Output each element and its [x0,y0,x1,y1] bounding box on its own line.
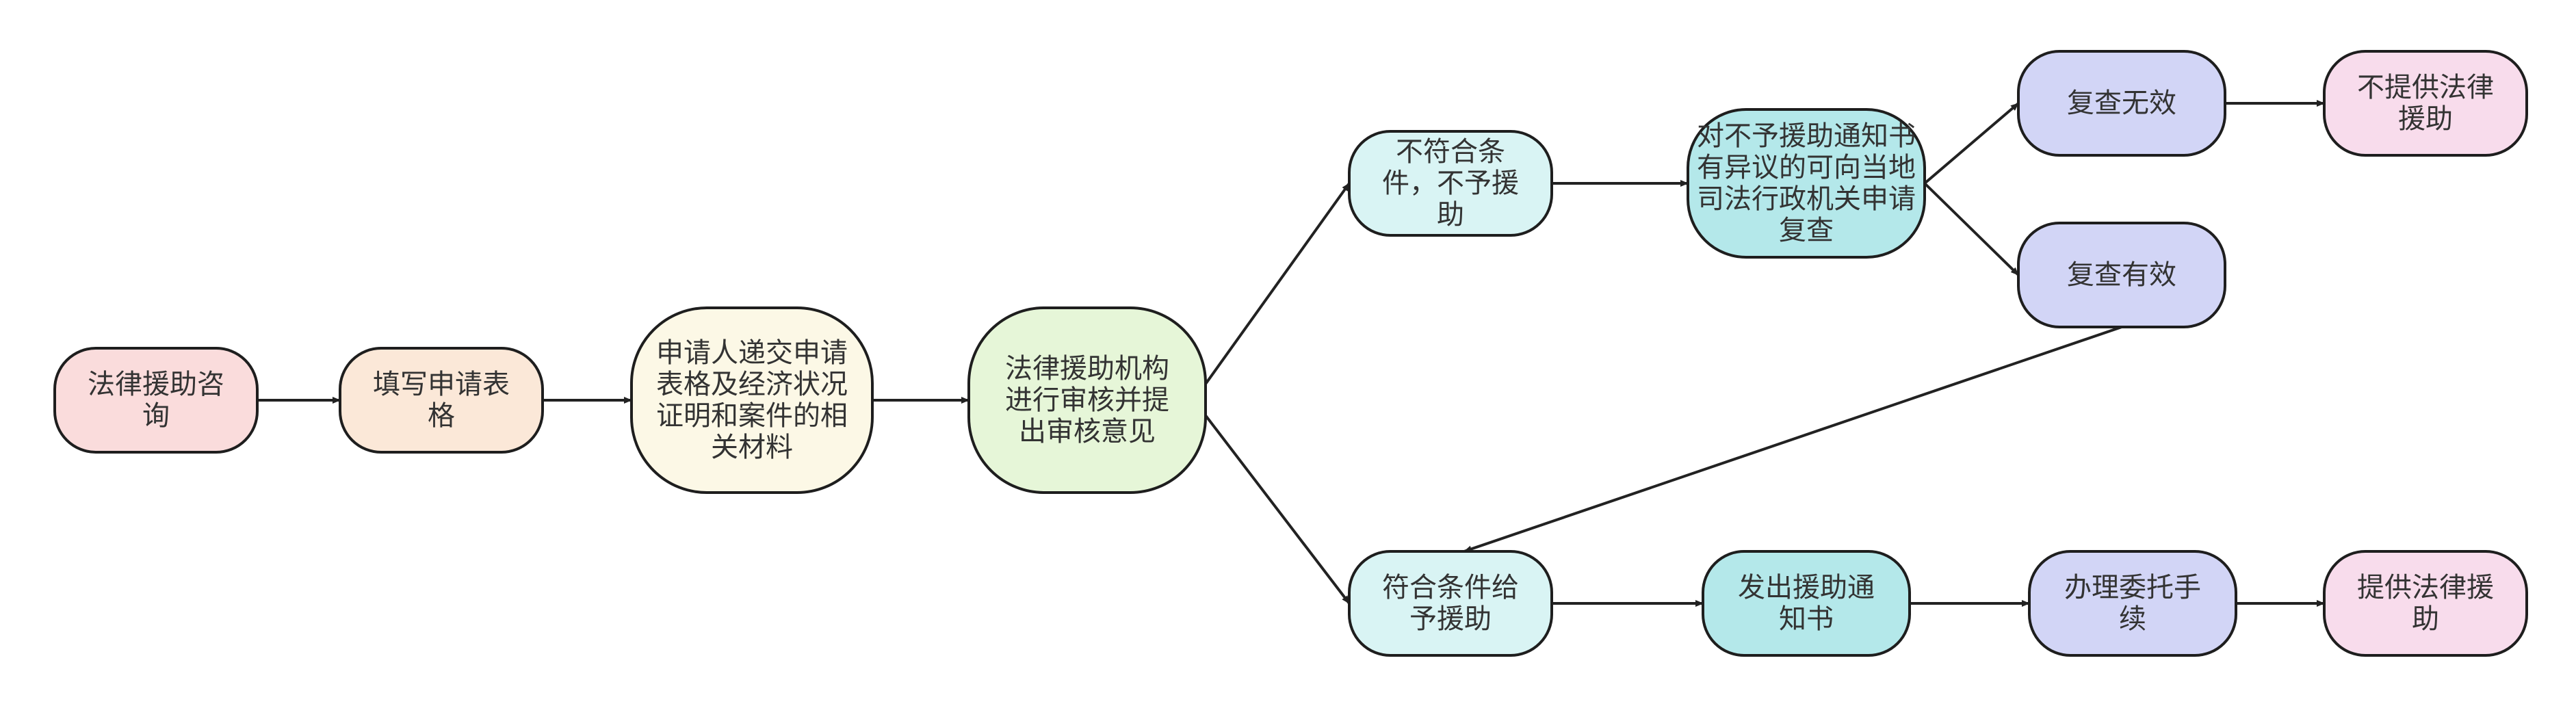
node-label-line: 司法行政机关申请 [1697,183,1916,215]
node-label-line: 申请人递交申请 [656,337,848,369]
edge-n4-n5 [1193,182,1351,402]
node-label-line: 对不予援助通知书 [1697,120,1916,152]
node-label-line: 予援助 [1409,603,1492,635]
node-shape [53,347,259,454]
node-label-line: 法律援助机构 [1005,353,1169,384]
node-label-line: 续 [2119,603,2146,635]
node-label-line: 关材料 [711,432,793,463]
node-label-line: 助 [2412,603,2439,635]
edges [257,100,2325,607]
node-label-line: 办理委托手 [2064,572,2201,603]
edge-n4-n10 [1193,399,1351,605]
flow-node-n9: 复查有效 [2017,222,2226,328]
edge-n6-n9 [1923,182,2020,276]
node-shape [2028,550,2237,657]
node-shape [339,347,544,454]
node-label-line: 援助 [2398,103,2453,135]
node-label-line: 助 [1437,199,1464,231]
node-shape [2017,222,2226,328]
node-shape [1348,130,1553,237]
node-label-line: 符合条件给 [1382,572,1519,603]
node-label-line: 不提供法律 [2357,72,2494,103]
node-label-line: 证明和案件的相 [656,400,848,432]
node-shape [2323,50,2528,157]
node-shape [967,306,1207,494]
node-label-line: 件，不予援 [1382,168,1519,199]
node-label-line: 提供法律援 [2357,572,2494,603]
node-shape [2017,50,2226,157]
node-label-line: 法律援助咨 [88,369,224,400]
node-label-line: 复查 [1779,215,1834,246]
node-label-line: 进行审核并提 [1005,384,1169,416]
node-label-line: 询 [142,400,170,432]
node-shape [2323,550,2528,657]
edge-n6-n7 [1923,102,2020,185]
node-label-line: 知书 [1779,603,1834,635]
node-label-line: 复查无效 [2067,88,2176,119]
nodes: 法律援助咨询填写申请表格申请人递交申请表格及经济状况证明和案件的相关材料法律援助… [53,50,2528,657]
node-shape [630,306,874,494]
flow-node-n7: 复查无效 [2017,50,2226,157]
node-label-line: 表格及经济状况 [656,369,848,400]
node-shape [1687,108,1926,259]
node-label-line: 不符合条 [1396,136,1505,168]
node-label-line: 填写申请表 [373,369,510,400]
node-shape [1348,550,1553,657]
node-label-line: 复查有效 [2067,259,2176,291]
edge-n9-n10 [1463,326,2122,553]
node-shape [1702,550,1911,657]
node-label-line: 有异议的可向当地 [1697,152,1916,183]
node-label-line: 出审核意见 [1019,416,1156,447]
node-label-line: 格 [428,400,455,432]
node-label-line: 发出援助通 [1738,572,1875,603]
